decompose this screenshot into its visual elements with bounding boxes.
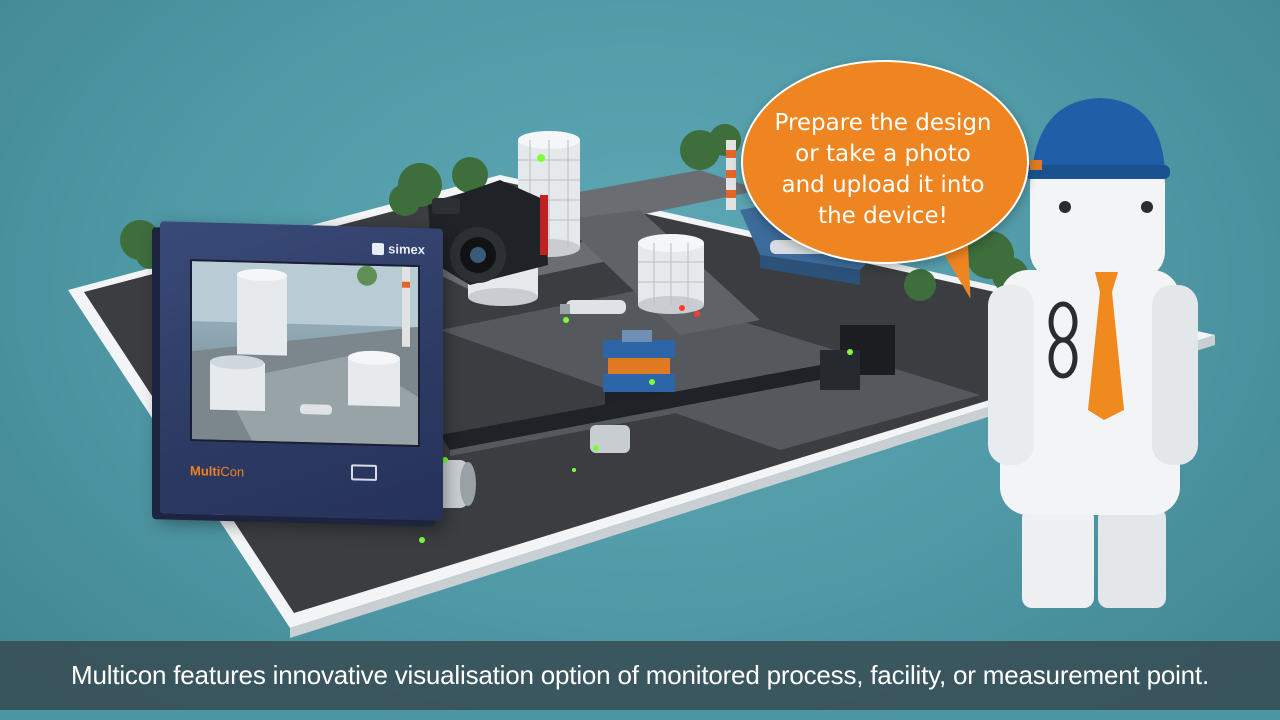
engineer-character — [988, 98, 1198, 608]
camera-icon — [428, 180, 548, 285]
simex-logo-icon: simex — [372, 241, 425, 257]
bubble-line: the device! — [818, 203, 948, 229]
silo-right — [638, 234, 704, 314]
screen-visualisation — [192, 261, 418, 446]
device-model-label: MultiCon — [190, 463, 244, 479]
speech-bubble-text: Prepare the design or take a photo and u… — [741, 108, 1025, 232]
bubble-line: Prepare the design — [774, 110, 992, 136]
model-part-multi: Multi — [190, 463, 221, 479]
logo-mark — [372, 242, 385, 255]
speech-bubble — [741, 60, 1029, 264]
model-part-con: Con — [220, 463, 245, 480]
brand-name: simex — [388, 241, 425, 258]
trees — [120, 124, 1028, 301]
warning-lights — [679, 305, 700, 317]
bottom-strip — [0, 710, 1280, 720]
usb-port-icon — [351, 464, 377, 481]
bubble-line: and upload it into — [781, 172, 985, 198]
caption-bar: Multicon features innovative visualisati… — [0, 641, 1280, 710]
tanker-truck — [560, 300, 626, 314]
chimney — [726, 140, 736, 210]
motor-small — [590, 425, 630, 453]
caption-text: Multicon features innovative visualisati… — [71, 660, 1209, 690]
bubble-line: or take a photo — [795, 141, 971, 167]
press-machine — [603, 330, 675, 412]
device-screen — [190, 259, 420, 448]
road — [440, 290, 980, 450]
conveyor — [440, 365, 830, 456]
status-lights — [419, 154, 853, 543]
multicon-device: simex MultiCon — [160, 221, 443, 521]
platform-side — [290, 335, 1215, 638]
